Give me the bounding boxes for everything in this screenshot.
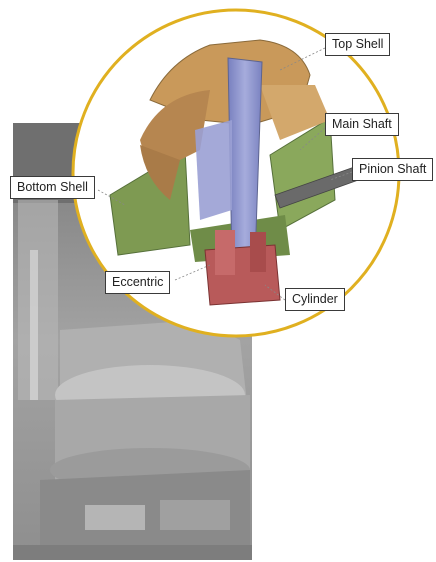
label-bottom-shell: Bottom Shell [10,176,95,199]
label-top-shell: Top Shell [325,33,390,56]
label-pinion-shaft: Pinion Shaft [352,158,433,181]
label-eccentric: Eccentric [105,271,170,294]
label-main-shaft: Main Shaft [325,113,399,136]
label-cylinder: Cylinder [285,288,345,311]
